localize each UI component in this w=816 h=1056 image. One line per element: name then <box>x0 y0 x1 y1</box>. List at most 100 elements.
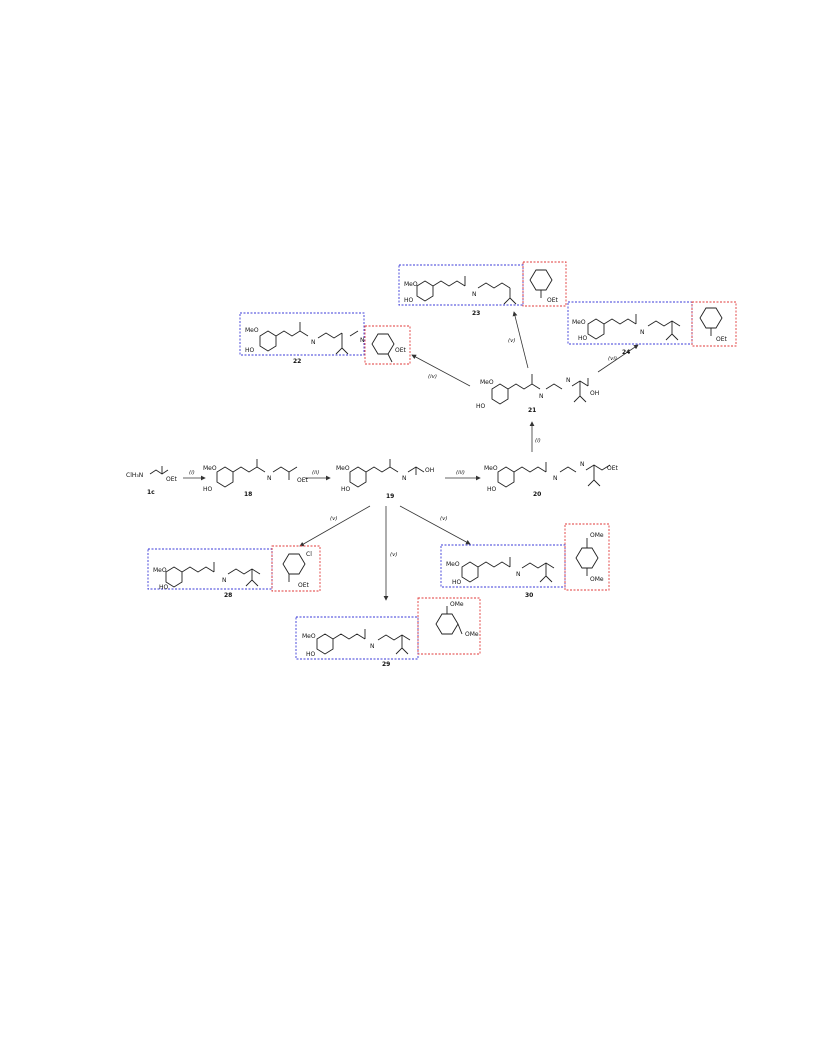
arrow-21-24: (vi) <box>597 344 639 373</box>
svg-text:N: N <box>360 337 365 344</box>
svg-text:N: N <box>640 329 645 336</box>
svg-text:MeO: MeO <box>404 281 418 288</box>
compound-29: MeO HO N OMe OMe 29 <box>295 597 481 668</box>
arrow-19-20: (iii) <box>445 470 481 481</box>
svg-text:OEt: OEt <box>297 477 309 484</box>
svg-text:18: 18 <box>244 491 252 498</box>
svg-text:MeO: MeO <box>480 379 494 386</box>
compound-30: MeO HO N OMe OMe 30 <box>440 523 610 599</box>
arrow-18-19: (ii) <box>305 470 331 481</box>
svg-text:(v): (v) <box>508 338 516 344</box>
svg-text:MeO: MeO <box>446 561 460 568</box>
svg-text:N: N <box>566 377 571 384</box>
svg-text:19: 19 <box>386 493 394 500</box>
arrow-1c-18: (i) <box>183 470 206 481</box>
svg-text:1c: 1c <box>147 489 155 496</box>
svg-text:OEt: OEt <box>298 582 310 589</box>
svg-text:HO: HO <box>203 486 213 493</box>
svg-text:24: 24 <box>622 349 630 356</box>
substituent-box <box>271 545 321 592</box>
svg-text:OMe: OMe <box>450 601 464 608</box>
svg-text:HO: HO <box>245 347 255 354</box>
compound-24: MeO HO N OEt 24 <box>567 301 737 356</box>
svg-text:N: N <box>311 339 316 346</box>
svg-text:N: N <box>472 291 477 298</box>
svg-text:MeO: MeO <box>484 465 498 472</box>
arrow-20-21: (i) <box>529 421 541 452</box>
svg-text:OMe: OMe <box>465 631 479 638</box>
svg-text:N: N <box>553 475 558 482</box>
svg-text:OMe: OMe <box>590 576 604 583</box>
svg-text:HO: HO <box>487 486 497 493</box>
arrow-19-28: (v) <box>299 505 371 547</box>
svg-text:N: N <box>222 577 227 584</box>
substituent-box <box>522 261 567 307</box>
arrow-21-23: (v) <box>508 311 529 369</box>
svg-text:N: N <box>580 461 585 468</box>
svg-text:MeO: MeO <box>572 319 586 326</box>
compound-20: MeO HO N N OEt 20 <box>484 461 619 498</box>
arrow-19-29: (v) <box>383 506 398 601</box>
svg-text:21: 21 <box>528 407 536 414</box>
svg-text:OH: OH <box>425 467 434 474</box>
arrow-21-22: (iv) <box>411 354 471 387</box>
svg-text:(i): (i) <box>189 470 195 476</box>
svg-text:N: N <box>539 393 544 400</box>
svg-text:(i): (i) <box>535 438 541 444</box>
svg-text:(iii): (iii) <box>456 470 465 476</box>
svg-text:HO: HO <box>159 584 169 591</box>
svg-text:HO: HO <box>476 403 486 410</box>
svg-text:N: N <box>267 475 272 482</box>
svg-text:23: 23 <box>472 310 480 317</box>
svg-text:(vi): (vi) <box>608 356 617 362</box>
svg-text:HO: HO <box>341 486 351 493</box>
svg-text:MeO: MeO <box>336 465 350 472</box>
svg-text:(iv): (iv) <box>428 374 437 380</box>
svg-text:HO: HO <box>404 297 414 304</box>
substituent-box <box>364 325 411 365</box>
svg-text:20: 20 <box>533 491 541 498</box>
svg-text:29: 29 <box>382 661 390 668</box>
svg-text:OH: OH <box>590 390 599 397</box>
svg-text:HO: HO <box>306 651 316 658</box>
svg-text:N: N <box>516 571 521 578</box>
svg-text:ClH₃N: ClH₃N <box>126 472 143 479</box>
svg-text:MeO: MeO <box>203 465 217 472</box>
svg-text:OEt: OEt <box>547 297 559 304</box>
svg-text:(ii): (ii) <box>312 470 319 476</box>
svg-text:OEt: OEt <box>607 465 619 472</box>
svg-text:OMe: OMe <box>590 532 604 539</box>
substituent-box <box>417 597 481 655</box>
svg-text:HO: HO <box>452 579 462 586</box>
compound-23: MeO HO N OEt 23 <box>398 261 567 317</box>
arrow-19-30: (v) <box>399 505 471 545</box>
svg-text:HO: HO <box>578 335 588 342</box>
svg-text:OEt: OEt <box>716 336 728 343</box>
svg-text:(v): (v) <box>440 516 448 522</box>
svg-text:N: N <box>402 475 407 482</box>
svg-text:28: 28 <box>224 592 232 599</box>
fragment-box <box>440 544 566 588</box>
substituent-box <box>691 301 737 347</box>
fragment-box <box>295 616 419 660</box>
compound-28: MeO HO N Cl OEt 28 <box>147 545 321 599</box>
svg-text:OEt: OEt <box>166 476 178 483</box>
compound-19: MeO HO N OH 19 <box>336 459 434 500</box>
fragment-box <box>239 312 365 356</box>
compound-21: MeO HO N N OH 21 <box>476 374 599 414</box>
svg-text:N: N <box>370 643 375 650</box>
svg-text:22: 22 <box>293 358 301 365</box>
svg-text:MeO: MeO <box>153 567 167 574</box>
svg-text:OEt: OEt <box>395 347 407 354</box>
substituent-box <box>564 523 610 591</box>
svg-text:30: 30 <box>525 592 533 599</box>
svg-text:MeO: MeO <box>245 327 259 334</box>
compound-1c: ClH₃N OEt 1c <box>126 466 178 496</box>
svg-text:(v): (v) <box>330 516 338 522</box>
compound-18: MeO HO N OEt 18 <box>203 459 309 498</box>
svg-text:Cl: Cl <box>306 551 312 558</box>
compound-22: MeO HO N N OEt 22 <box>239 312 411 365</box>
svg-text:(v): (v) <box>390 552 398 558</box>
svg-text:MeO: MeO <box>302 633 316 640</box>
